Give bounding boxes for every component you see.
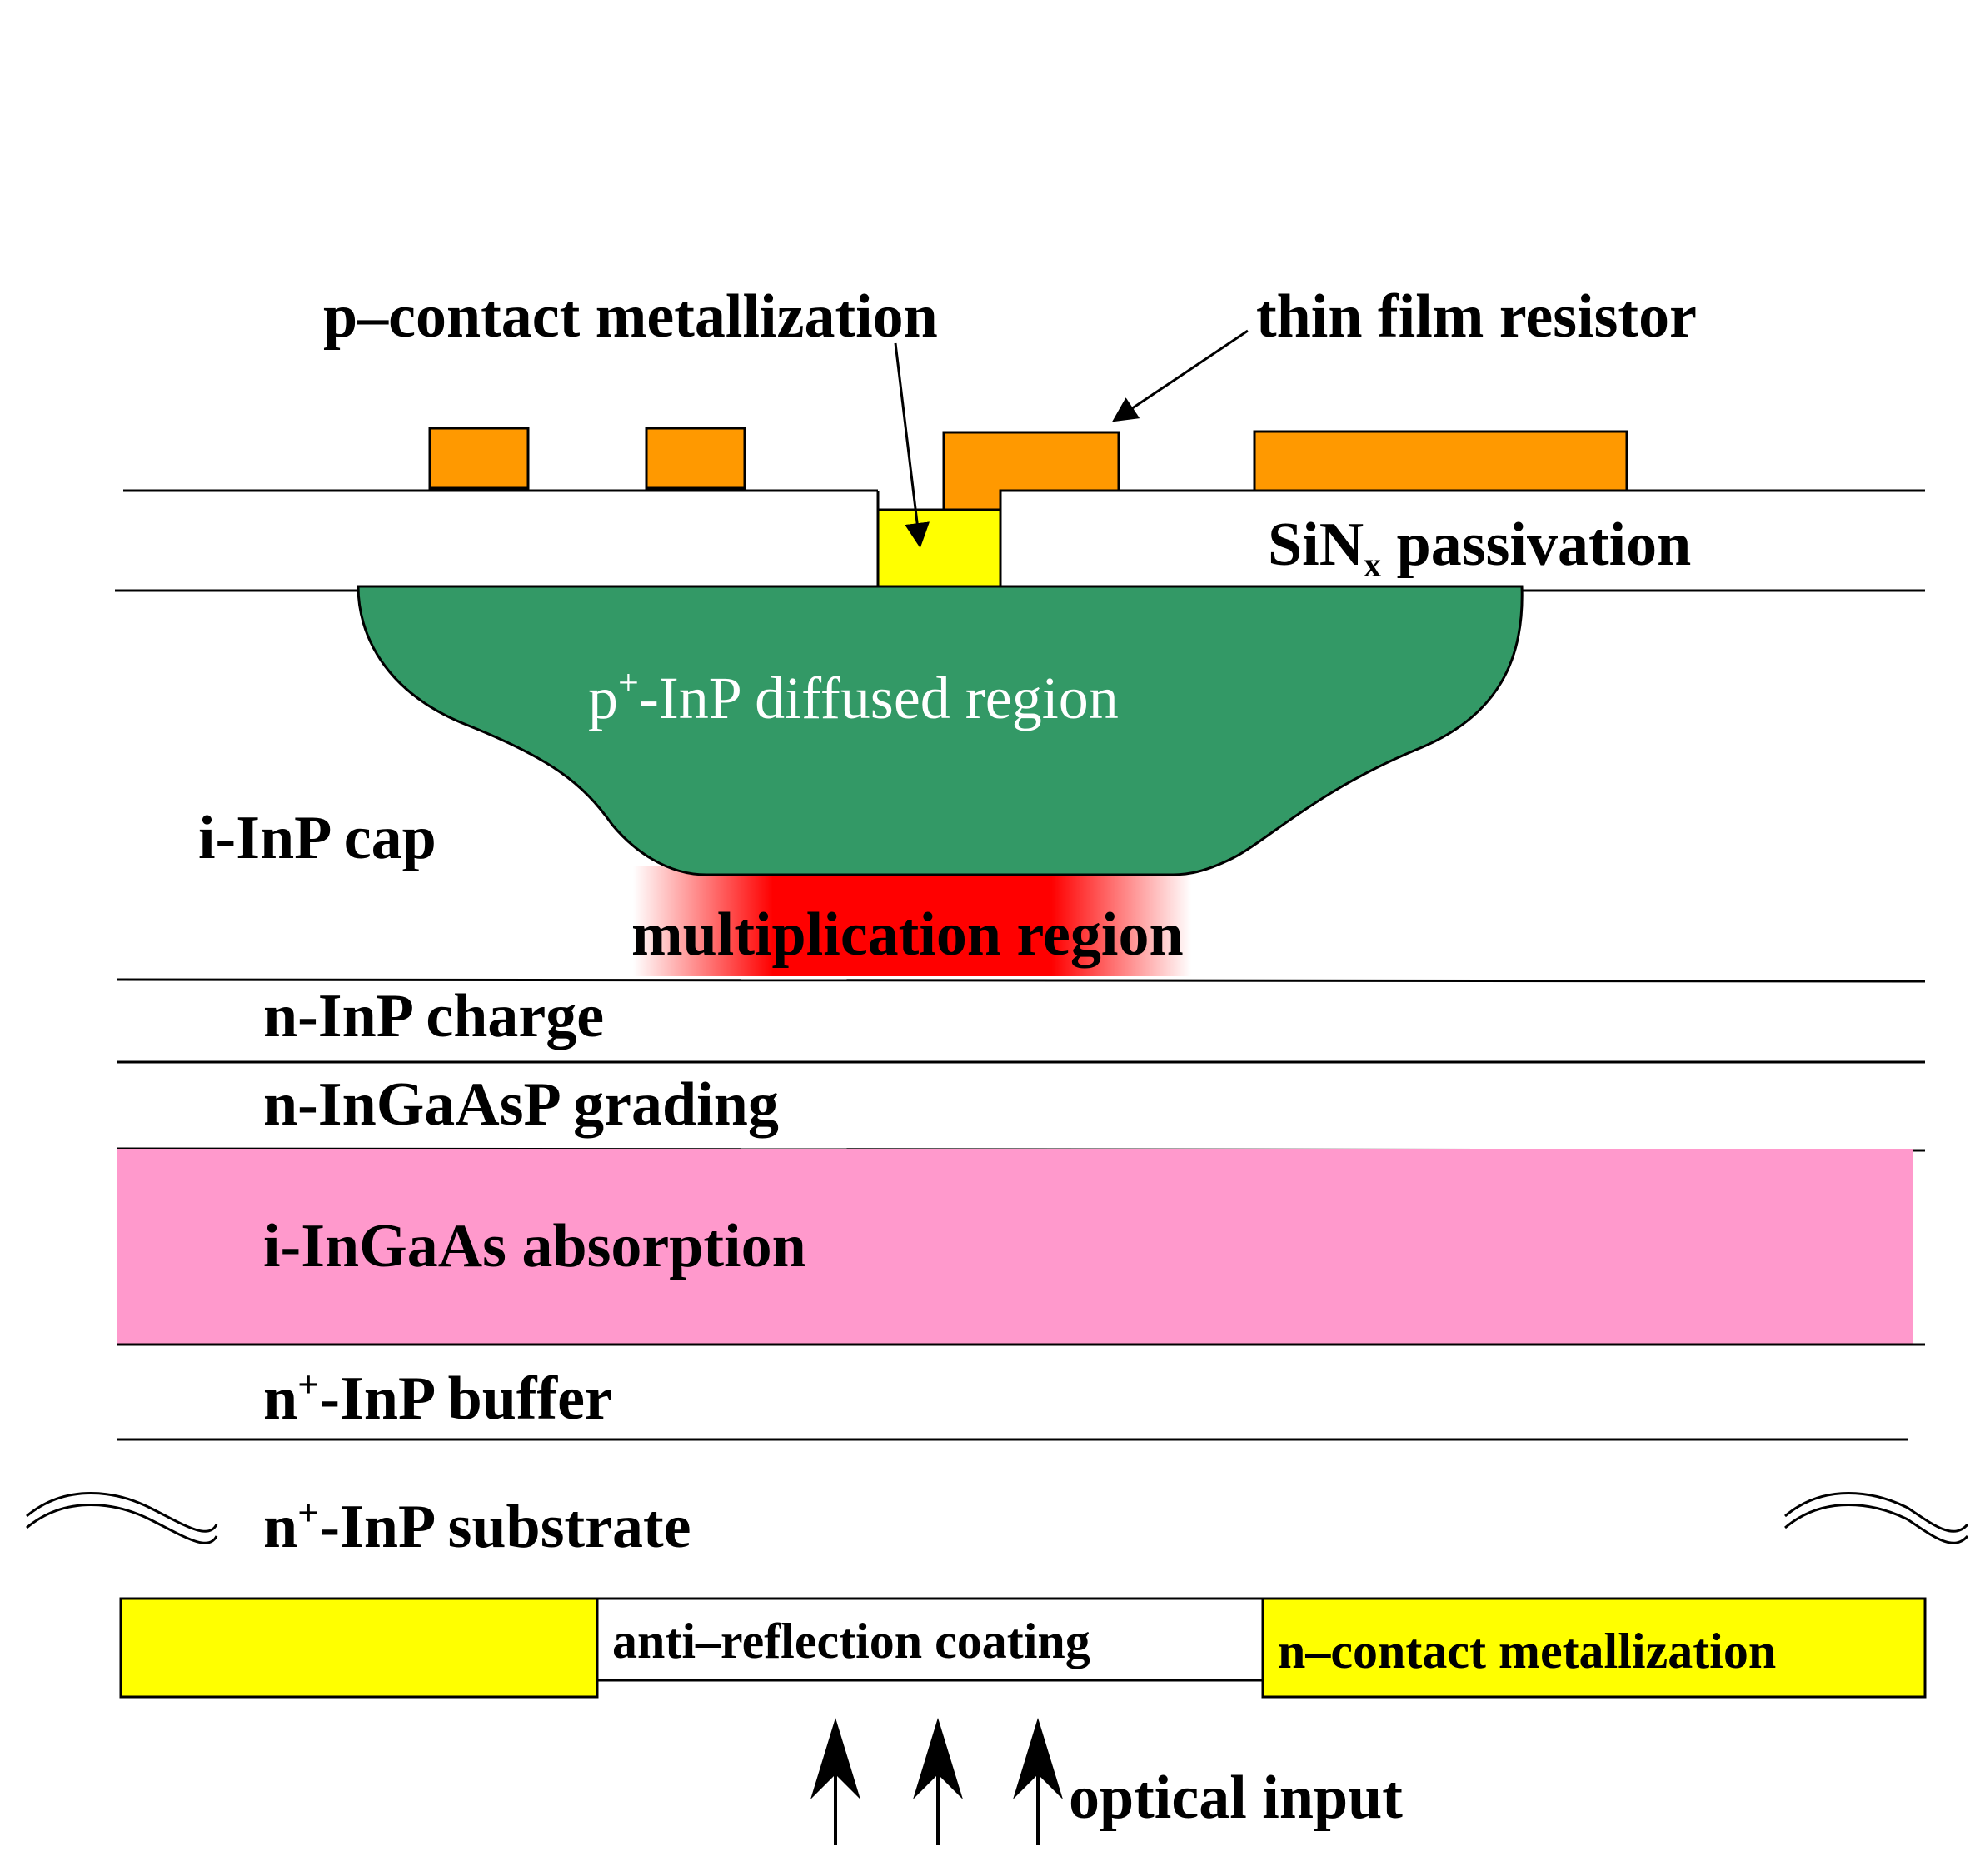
p-diffused-region (357, 585, 1524, 876)
n-contact-right (1261, 1597, 1927, 1699)
absorption-layer (117, 1149, 1913, 1345)
wavy-break-icon (1784, 1492, 1969, 1544)
i-ingaas-absorption-label: i-InGaAs absorption (263, 1212, 806, 1280)
n-ingaasp-grading-label: n-InGaAsP grading (263, 1070, 779, 1139)
n-inp-charge-label: n-InP charge (263, 982, 604, 1050)
optical-input-label: optical input (1069, 1764, 1403, 1832)
wavy-break-icon (26, 1492, 218, 1544)
up-arrow-icon (913, 1718, 963, 1845)
multiplication-label: multiplication region (631, 901, 1184, 969)
p-diffused-label: p+-InP diffused region (588, 662, 1119, 731)
n-contact-label: n–contact metallization (1278, 1624, 1776, 1679)
n-inp-buffer-label: n+-InP buffer (263, 1363, 612, 1433)
p-contact-label: p–contact metallization (323, 282, 938, 351)
sinx-passivation-label: SiNx passivation (1268, 511, 1691, 585)
n-contact-left (119, 1597, 599, 1699)
n-inp-substrate-label: n+-InP substrate (263, 1491, 691, 1561)
contact-pad-1 (428, 427, 530, 490)
thin-film-label: thin film resistor (1256, 282, 1697, 351)
charge-top-line (116, 978, 1926, 983)
up-arrow-icon (810, 1718, 860, 1845)
contact-pad-2 (645, 427, 746, 490)
thin-film-resistor (942, 431, 1120, 511)
contact-pad-4 (1253, 430, 1628, 492)
up-arrow-icon (1013, 1718, 1063, 1845)
p-contact-metal (876, 508, 1002, 592)
p-contact-arrow (894, 342, 930, 548)
anti-reflection-coating (596, 1597, 1264, 1682)
multiplication-region (633, 866, 1191, 976)
i-inp-cap-label: i-InP cap (198, 804, 436, 872)
anti-reflection-label: anti–reflection coating (612, 1614, 1090, 1669)
thin-film-arrow (1112, 329, 1249, 422)
